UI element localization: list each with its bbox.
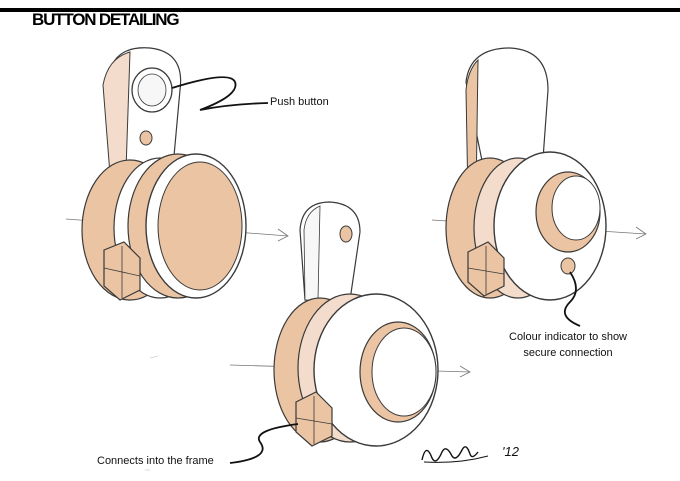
annotation-colour-line2: secure connection bbox=[523, 347, 613, 359]
annotation-colour-indicator: Colour indicator to show secure connecti… bbox=[509, 329, 627, 361]
top-rule bbox=[0, 8, 680, 12]
annotation-connects: Connects into the frame bbox=[97, 455, 214, 467]
push-button-leader bbox=[171, 76, 269, 111]
signature-year: '12 bbox=[502, 444, 520, 459]
sketch-right-button bbox=[431, 47, 647, 301]
annotation-colour-line1: Colour indicator to show bbox=[509, 331, 628, 343]
page-title: BUTTON DETAILING bbox=[32, 10, 180, 29]
signature: '12 bbox=[421, 444, 520, 463]
sketch-middle-button bbox=[229, 201, 471, 447]
annotation-push-button: Push button bbox=[270, 96, 329, 108]
connects-leader bbox=[229, 423, 299, 464]
sketch-left-button bbox=[65, 47, 289, 301]
colour-indicator-leader bbox=[563, 271, 581, 327]
